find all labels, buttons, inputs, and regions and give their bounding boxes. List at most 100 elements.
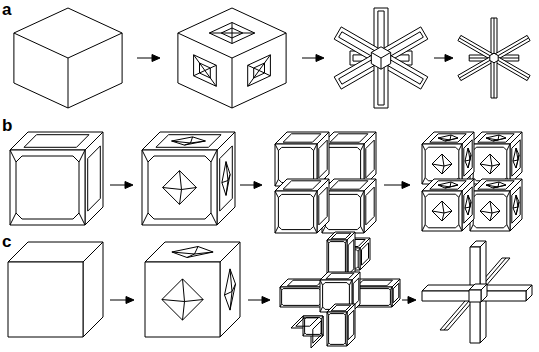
- chamfer-edge: [156, 135, 221, 148]
- crystal-edge: [422, 178, 425, 184]
- line-drawing: [8, 8, 532, 348]
- crystal-edge: [314, 226, 317, 233]
- pit-ridge: [259, 71, 264, 74]
- pit-ridge: [516, 195, 518, 207]
- pit-ridge: [183, 279, 185, 302]
- chamfer-edge: [283, 134, 321, 142]
- pit-ridge: [442, 154, 444, 166]
- process-arrow: [240, 185, 255, 186]
- window-pit: [432, 201, 452, 221]
- panel-letter: c: [2, 233, 11, 250]
- arm: [491, 18, 497, 58]
- pit-ridge: [490, 213, 492, 221]
- crystal-face: [481, 284, 487, 302]
- pit-ridge: [498, 185, 506, 187]
- crystal-edge: [265, 73, 271, 76]
- chamfer-edge: [330, 181, 368, 189]
- crystal-edge: [265, 55, 271, 63]
- process-arrow: [384, 185, 403, 186]
- crystal-face: [422, 144, 462, 184]
- arm-groove: [339, 32, 376, 57]
- chamfer-edge: [425, 147, 459, 181]
- crystal-face: [10, 150, 85, 225]
- crystal-edge: [209, 33, 221, 34]
- pit-ridge: [232, 28, 233, 33]
- crystal-edge: [68, 33, 122, 58]
- pit-ridge: [444, 164, 452, 166]
- crystal-edge: [422, 225, 425, 231]
- process-arrow: [110, 300, 127, 301]
- arm-ridge: [494, 61, 495, 98]
- pit-ridge: [191, 137, 193, 143]
- pit-ridge: [516, 148, 518, 160]
- crystal-edge: [361, 191, 364, 198]
- crystal-edge: [232, 38, 233, 44]
- crystal-edge: [232, 58, 233, 108]
- crystal-edge: [248, 78, 254, 86]
- pit-ridge: [480, 211, 492, 213]
- pit-ridge: [432, 211, 444, 213]
- window-pit: [438, 182, 458, 188]
- pit-ridge: [442, 213, 444, 221]
- pit-ridge: [230, 292, 232, 311]
- crystal-face: [462, 132, 474, 184]
- window-frame: [209, 23, 254, 44]
- pit-ridge: [195, 247, 199, 255]
- crystal-edge: [248, 65, 254, 68]
- chamfer-edge: [512, 140, 520, 176]
- pit-ridge: [513, 160, 518, 161]
- arrow-head: [408, 297, 416, 304]
- crystal-face: [510, 132, 522, 184]
- pit-ridge: [468, 207, 470, 215]
- pit-ridge: [450, 135, 451, 140]
- arm-groove: [378, 66, 384, 105]
- process-arrow: [434, 58, 446, 59]
- crystal-edge: [327, 240, 329, 243]
- crystal-face: [462, 179, 474, 231]
- crystal-face: [317, 132, 329, 186]
- crystal-edge: [10, 150, 16, 162]
- window-pit: [465, 195, 471, 215]
- crystal-edge: [211, 213, 217, 225]
- pit-ridge: [205, 71, 210, 79]
- pit-ridge: [180, 190, 182, 205]
- crystal-edge: [507, 144, 510, 150]
- pit-ridge: [444, 211, 452, 213]
- crystal-face: [327, 312, 347, 346]
- crystal-face: [470, 144, 510, 184]
- crystal-edge: [142, 150, 148, 162]
- window-pit: [222, 162, 230, 196]
- chamfer-edge: [393, 283, 399, 303]
- pit-ridge: [432, 164, 444, 166]
- window-pit: [162, 279, 203, 320]
- window-pit: [172, 247, 213, 258]
- crystal-edge: [275, 191, 278, 198]
- pit-ridge: [490, 201, 492, 213]
- process-arrow: [302, 58, 317, 59]
- pit-ridge: [221, 33, 232, 34]
- chamfer-edge: [464, 140, 472, 176]
- arrow-head: [402, 182, 410, 189]
- pit-ridge: [493, 140, 498, 141]
- pit-ridge: [232, 284, 236, 292]
- crystal-edge: [349, 280, 352, 285]
- pit-ridge: [184, 143, 190, 145]
- crystal-edge: [507, 191, 510, 197]
- pit-ridge: [498, 138, 506, 140]
- pit-ridge: [498, 182, 499, 187]
- window-pit: [480, 201, 500, 221]
- pit-ridge: [465, 207, 470, 208]
- pit-ridge: [518, 202, 519, 207]
- crystal-face: [217, 132, 235, 225]
- crystal-edge: [381, 52, 391, 58]
- window-frame: [248, 55, 271, 87]
- pit-ridge: [493, 187, 498, 188]
- crystal-edge: [280, 304, 282, 307]
- pit-ridge: [468, 148, 470, 160]
- crystal-face: [470, 191, 510, 231]
- crystal-edge: [345, 312, 347, 315]
- window-pit: [254, 63, 265, 78]
- chamfer-edge: [425, 194, 459, 228]
- pit-ridge: [254, 71, 259, 79]
- pit-ridge: [162, 300, 185, 302]
